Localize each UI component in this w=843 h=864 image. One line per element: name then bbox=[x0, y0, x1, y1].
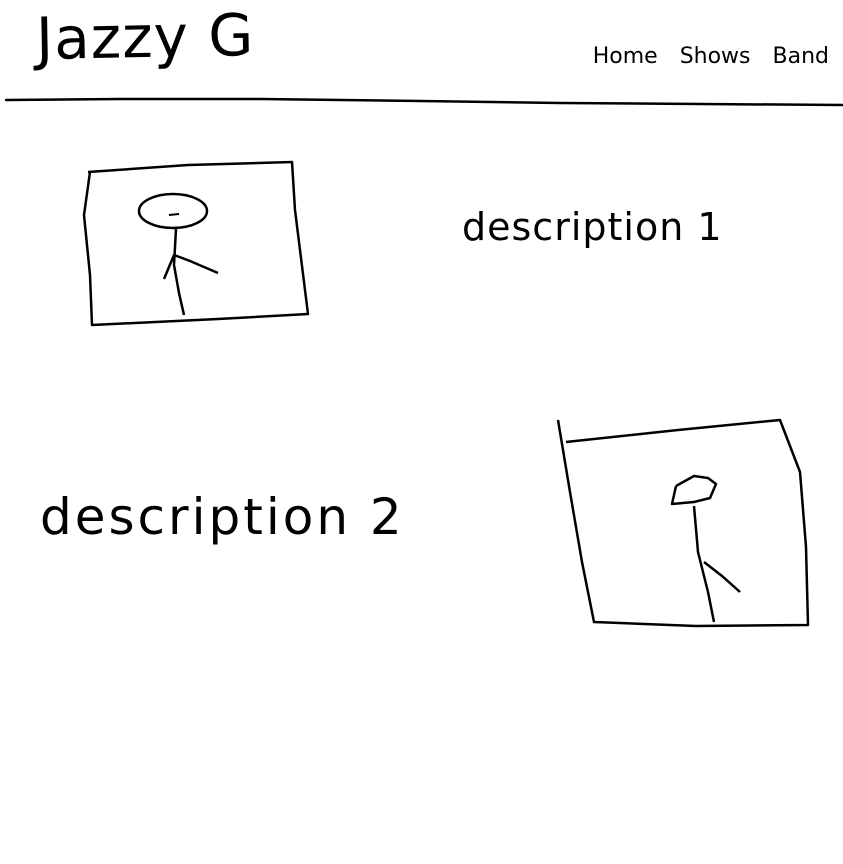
site-title: Jazzy G bbox=[35, 1, 255, 73]
description-1: description 1 bbox=[462, 205, 723, 249]
nav-link-shows[interactable]: Shows bbox=[679, 44, 751, 69]
main-nav: Home Shows Band bbox=[593, 46, 829, 68]
person-photo-icon bbox=[82, 160, 310, 327]
person-photo-icon bbox=[556, 418, 810, 628]
description-2: description 2 bbox=[40, 488, 405, 546]
nav-link-home[interactable]: Home bbox=[592, 44, 658, 69]
header-divider bbox=[4, 97, 843, 107]
nav-link-band[interactable]: Band bbox=[772, 44, 829, 69]
